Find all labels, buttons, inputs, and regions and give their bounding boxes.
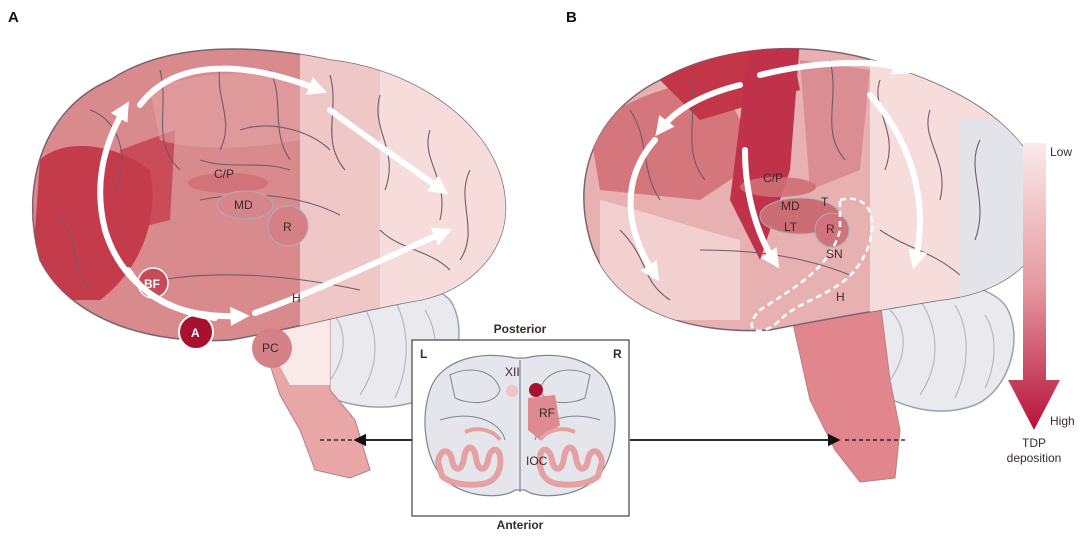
scale-arrow	[1008, 143, 1060, 430]
inset-xii: XII	[505, 365, 520, 379]
scale-title-2: deposition	[1007, 451, 1062, 465]
panel-b-letter: B	[566, 9, 577, 26]
inset-anterior: Anterior	[497, 518, 544, 532]
label-b-sn: SN	[826, 247, 843, 261]
label-a-cp: C/P	[214, 167, 234, 181]
label-a-md: MD	[234, 198, 253, 212]
pontine-a	[252, 328, 292, 368]
spread-arrows-b	[627, 56, 928, 282]
caudate-putamen-b	[740, 177, 816, 197]
brainstem-b	[789, 299, 901, 483]
thalamus-md-a	[216, 190, 274, 220]
dashed-region-b	[750, 197, 874, 332]
inset-left: L	[420, 347, 427, 361]
caudate-putamen-a	[188, 173, 268, 193]
label-b-md: MD	[781, 199, 800, 213]
scale-title-1: TDP	[1022, 436, 1046, 450]
inset-rf: RF	[539, 406, 555, 420]
label-b-cp: C/P	[763, 171, 783, 185]
inset-right: R	[613, 347, 622, 361]
ioc-right	[536, 444, 605, 488]
brain-a: C/P MD R BF A H PC	[31, 48, 507, 479]
label-b-r: R	[826, 222, 835, 236]
tdp-scale: Low High TDP deposition	[1007, 143, 1075, 465]
xii-nucleus-left	[506, 385, 518, 397]
scale-high: High	[1050, 414, 1075, 428]
medulla-inset: Posterior Anterior L R XII RF IOC	[411, 322, 630, 532]
label-a-a: A	[191, 326, 200, 340]
label-b-lt: LT	[784, 220, 798, 234]
inset-ioc: IOC	[526, 454, 548, 468]
red-nucleus-a	[267, 205, 309, 247]
inset-posterior: Posterior	[494, 322, 547, 336]
scale-low: Low	[1050, 145, 1072, 159]
label-a-bf: BF	[144, 277, 160, 291]
panel-a-letter: A	[8, 9, 19, 26]
xii-nucleus-right	[529, 383, 543, 397]
label-b-h: H	[836, 290, 845, 304]
reticular-formation	[528, 395, 560, 440]
ioc-left	[435, 444, 504, 488]
label-b-t: T	[821, 195, 829, 209]
label-a-h: H	[292, 291, 301, 305]
spread-arrows-a	[97, 65, 453, 327]
label-a-pc: PC	[262, 341, 279, 355]
brain-b: C/P MD T LT R SN H	[583, 47, 1046, 483]
label-a-r: R	[283, 220, 292, 234]
